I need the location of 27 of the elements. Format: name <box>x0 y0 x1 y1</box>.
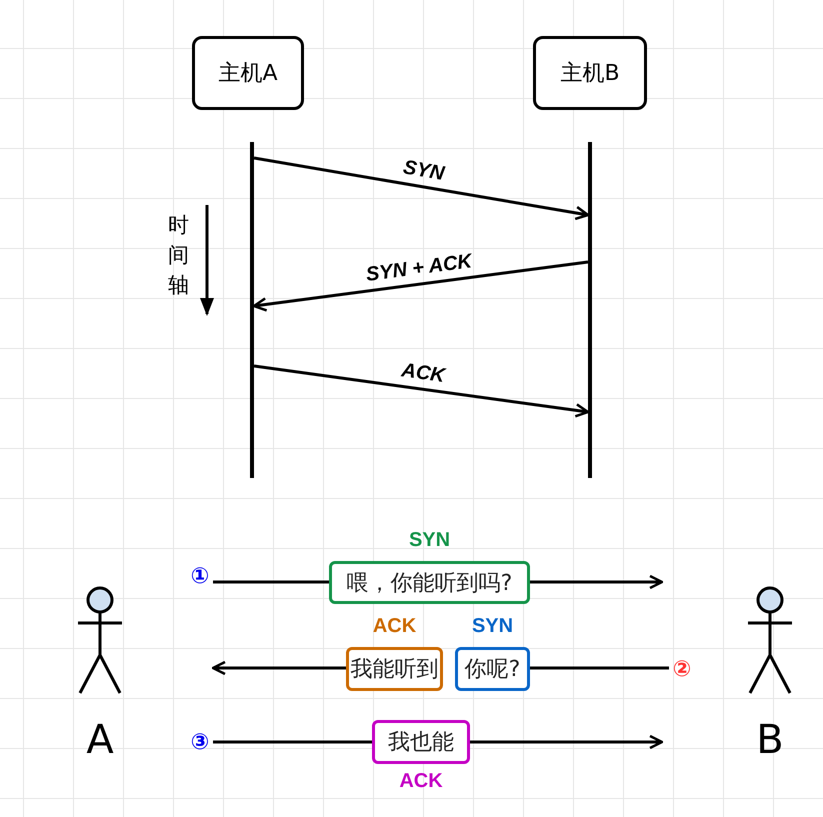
arrow <box>212 660 346 676</box>
arrow <box>252 260 588 312</box>
lifeline <box>250 142 254 478</box>
message-tag: ACK <box>346 615 443 638</box>
arrow <box>254 364 590 418</box>
axis-label: 时间轴 <box>168 212 190 299</box>
message-tag: ACK <box>372 770 470 793</box>
person-label: A <box>86 717 114 763</box>
arrow <box>254 156 590 220</box>
message-box: 我能听到 <box>346 647 443 691</box>
host-box: 主机A <box>192 36 304 110</box>
step-number: ① <box>190 564 210 588</box>
message-box: 喂，你能听到吗? <box>329 561 530 604</box>
edge-label: SYN + ACK <box>364 250 474 286</box>
edge-label: ACK <box>400 359 446 387</box>
step-number: ③ <box>190 730 210 754</box>
message-box: 我也能 <box>372 720 470 764</box>
message-tag: SYN <box>455 615 530 638</box>
message-tag: SYN <box>329 529 530 552</box>
arrow <box>530 574 664 590</box>
person-label: B <box>756 717 784 763</box>
message-box: 你呢? <box>455 647 530 691</box>
host-box: 主机B <box>533 36 647 110</box>
lifeline <box>588 142 592 478</box>
step-number: ② <box>672 656 692 682</box>
arrow <box>470 734 664 750</box>
edge-label: SYN <box>402 156 446 186</box>
